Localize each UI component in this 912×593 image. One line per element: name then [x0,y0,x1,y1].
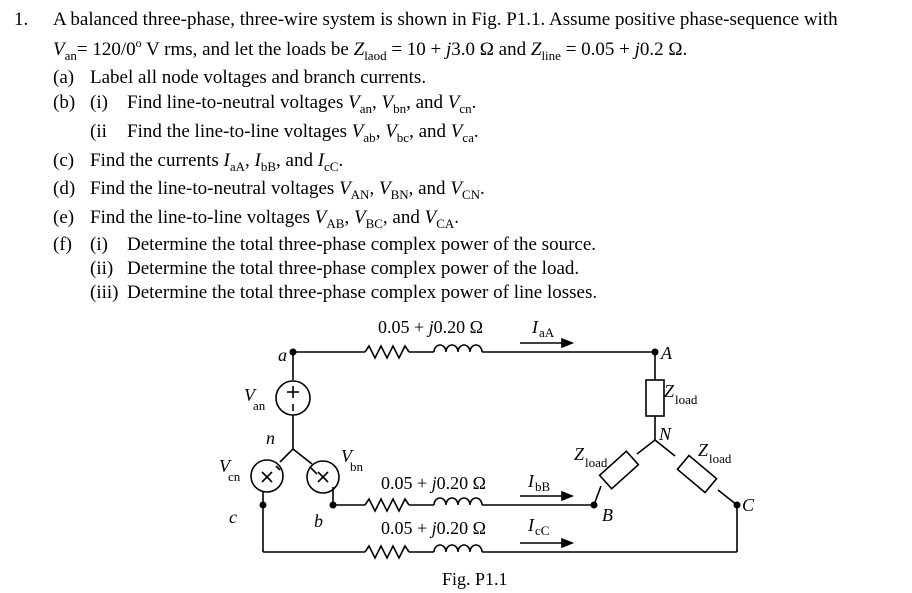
zload-eq: = 10 + [386,39,447,60]
current-label-cc: cC [535,523,549,538]
part-f-label: (f) [53,234,72,255]
svg-text:I: I [527,471,535,491]
inductor-c [433,544,483,553]
source-sub-cn: cn [228,469,241,484]
node-A-label: A [660,343,673,363]
part-b-label: (b) [53,92,76,113]
line-impedance-a: 0.05 + j0.20 Ω [378,317,483,337]
current-label-bb: bB [535,479,551,494]
part-f-iii-sub: (iii) [90,282,119,303]
problem-intro-line2: Van= 120/0o V rms, and let the loads be … [53,36,688,63]
node-C-label: C [742,495,755,515]
source-vcn [250,459,284,493]
source-label-v-an: V [244,385,257,405]
line-impedance-c: 0.05 + j0.20 Ω [381,518,486,538]
zline-imag: 0.2 Ω. [639,39,688,60]
part-b-i-text: Find line-to-neutral voltages Van, Vbn, … [127,92,477,116]
resistor-b [364,497,410,513]
van-value: = 120/0 [76,39,136,60]
load-label-c: Z [698,440,709,460]
load-sub-b: load [585,455,608,470]
svg-text:I: I [531,317,539,337]
part-f-iii-text: Determine the total three-phase complex … [127,282,598,303]
line-impedance-b: 0.05 + j0.20 Ω [381,473,486,493]
load-sub-a: load [675,392,698,407]
zload-imag: 3.0 Ω and [451,39,531,60]
node-a-label: a [278,345,287,365]
part-f-i-text: Determine the total three-phase complex … [127,234,597,255]
load-an [645,379,665,417]
problem-intro-line1: A balanced three-phase, three-wire syste… [53,9,838,30]
zlaod-subscript: laod [364,48,387,63]
problem-number: 1. [14,9,29,30]
source-vbn [306,460,340,494]
part-b-ii-text: Find the line-to-line voltages Vab, Vbc,… [127,121,479,145]
van-unit: V rms, and let the loads be [141,39,354,60]
part-f-ii-sub: (ii) [90,258,114,279]
node-c-label: c [229,507,237,527]
load-label-a: Z [664,381,675,401]
figure-caption: Fig. P1.1 [442,569,508,589]
part-c-label: (c) [53,150,75,171]
resistor-c [364,544,410,560]
source-label-v-bn: V [341,446,354,466]
load-bn [598,450,640,490]
part-b-i-sub: (i) [90,92,108,113]
part-f-ii-text: Determine the total three-phase complex … [127,258,580,279]
part-f-i-sub: (i) [90,234,108,255]
part-c-text: Find the currents IaA, IbB, and IcC. [90,150,344,174]
load-label-b: Z [574,444,585,464]
current-label-aa: aA [539,325,555,340]
svg-text:0.05 + j0.20 Ω: 0.05 + j0.20 Ω [378,317,483,337]
source-label-v-cn: V [219,456,232,476]
svg-text:0.05 + j0.20 Ω: 0.05 + j0.20 Ω [381,518,486,538]
part-d-text: Find the line-to-neutral voltages VAN, V… [90,178,485,202]
resistor-a [364,344,410,360]
inductor-a [433,344,483,353]
part-a-text: Label all node voltages and branch curre… [90,67,427,88]
zline-eq: = 0.05 + [560,39,635,60]
zline-subscript: line [541,48,561,63]
load-sub-c: load [709,451,732,466]
svg-text:I: I [527,515,535,535]
node-B-label: B [602,505,613,525]
node-b-label: b [314,511,323,531]
inductor-b [433,497,483,506]
source-sub-bn: bn [350,459,364,474]
node-n-label: n [266,428,275,448]
part-e-text: Find the line-to-line voltages VAB, VBC,… [90,207,460,231]
part-d-label: (d) [53,178,76,199]
part-b-ii-sub: (ii [90,121,107,142]
source-sub-an: an [253,398,266,413]
part-e-label: (e) [53,207,75,228]
svg-text:0.05 + j0.20 Ω: 0.05 + j0.20 Ω [381,473,486,493]
part-a-label: (a) [53,67,75,88]
node-N-label: N [658,424,672,444]
load-cn [676,454,718,494]
